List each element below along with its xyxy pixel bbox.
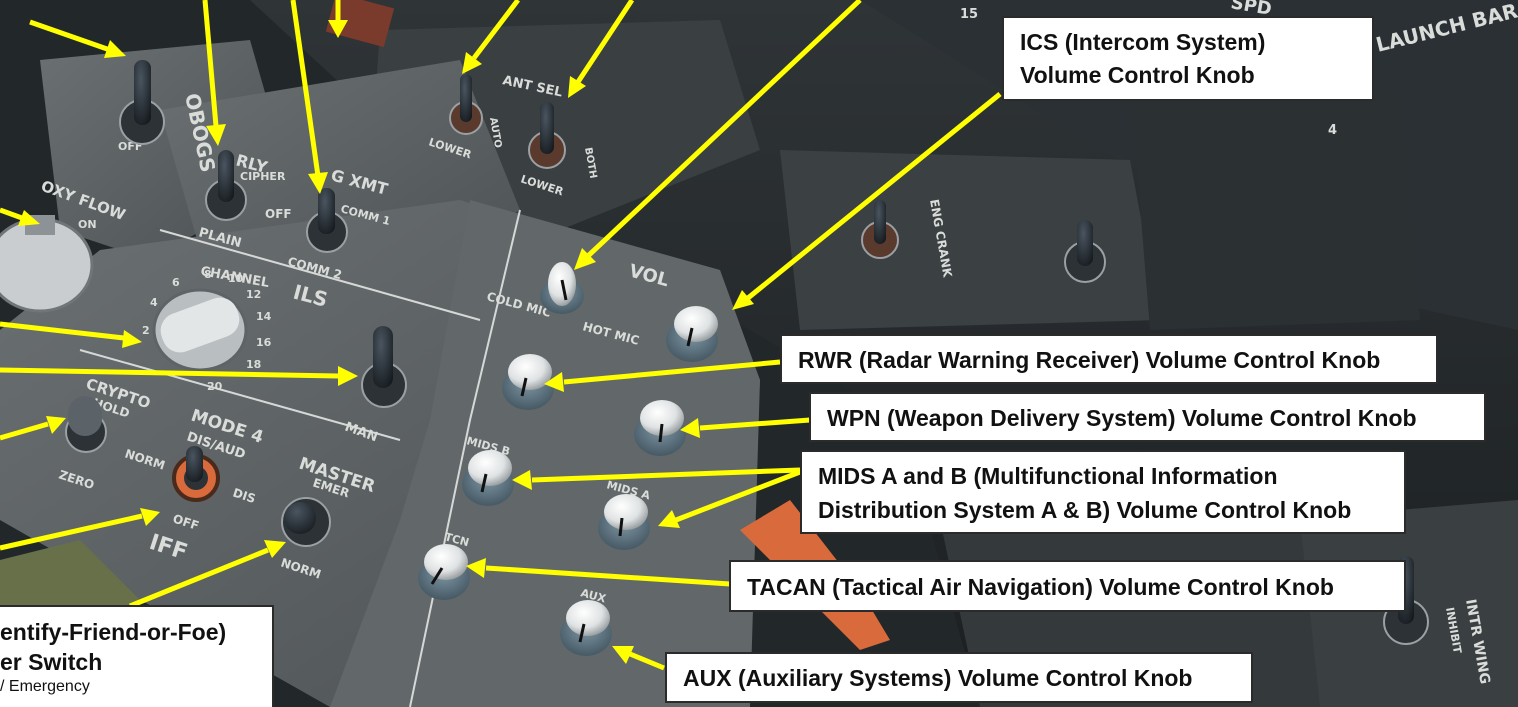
relay-toggle[interactable]	[205, 150, 247, 221]
rwr-volume-knob[interactable]	[502, 354, 554, 410]
label-ch-2: 2	[142, 324, 150, 337]
ics-callout-line2: Volume Control Knob	[1020, 62, 1255, 88]
wpn-volume-knob[interactable]	[634, 400, 686, 456]
mids-callout: MIDS A and B (Multifunctional Informatio…	[800, 450, 1406, 534]
ics-callout: ICS (Intercom System) Volume Control Kno…	[1002, 16, 1374, 101]
tacan-callout: TACAN (Tactical Air Navigation) Volume C…	[729, 560, 1406, 612]
obogs-toggle[interactable]	[119, 60, 165, 145]
aux-volume-knob[interactable]	[560, 600, 612, 656]
comm1-antenna-toggle[interactable]	[449, 74, 483, 135]
callout-arrows	[0, 0, 1002, 671]
mids-b-volume-knob[interactable]	[462, 450, 514, 506]
wpn-callout-text: WPN (Weapon Delivery System) Volume Cont…	[827, 405, 1417, 431]
ils-channel-knob[interactable]	[152, 288, 248, 372]
label-ch-20: 20	[207, 380, 223, 393]
iff-callout-line2: er Switch	[0, 649, 103, 675]
label-ch-8: 8	[204, 268, 212, 281]
iff-antenna-toggle[interactable]	[528, 102, 566, 169]
mode4-switch[interactable]	[172, 446, 220, 502]
label-auto: AUTO	[487, 117, 503, 149]
iff-callout: entify-Friend-or-Foe) er Switch / Emerge…	[0, 605, 274, 707]
ils-ufc-man-toggle[interactable]	[361, 326, 407, 408]
label-both: BOTH	[582, 147, 598, 180]
rwr-callout: RWR (Radar Warning Receiver) Volume Cont…	[780, 334, 1438, 384]
iff-callout-line3: / Emergency	[0, 678, 90, 695]
eng-crank-panel	[780, 150, 1160, 330]
mids-callout-line2: Distribution System A & B) Volume Contro…	[818, 497, 1352, 523]
label-4: 4	[1328, 123, 1337, 138]
label-ch-18: 18	[246, 358, 261, 371]
label-on: ON	[78, 218, 97, 231]
label-cipher: CIPHER	[240, 170, 286, 183]
aux-callout: AUX (Auxiliary Systems) Volume Control K…	[665, 652, 1253, 703]
crypto-switch[interactable]	[65, 396, 107, 453]
label-ch-6: 6	[172, 276, 180, 289]
rwr-callout-text: RWR (Radar Warning Receiver) Volume Cont…	[798, 347, 1381, 373]
label-ch-14: 14	[256, 310, 272, 323]
iff-callout-line1: entify-Friend-or-Foe)	[0, 619, 227, 645]
tacan-callout-text: TACAN (Tactical Air Navigation) Volume C…	[747, 574, 1334, 600]
label-dis: DIS	[231, 486, 257, 506]
ics-callout-line1: ICS (Intercom System)	[1020, 29, 1266, 55]
label-15: 15	[960, 7, 978, 22]
mids-callout-line1: MIDS A and B (Multifunctional Informatio…	[818, 463, 1278, 489]
label-ch-16: 16	[256, 336, 272, 349]
label-ch-12: 12	[246, 288, 261, 301]
label-ch-4: 4	[150, 296, 158, 309]
iff-master-switch[interactable]	[281, 497, 331, 547]
tacan-volume-knob[interactable]	[418, 544, 470, 600]
launch-bar-switch[interactable]	[1064, 220, 1106, 283]
mids-a-volume-knob[interactable]	[598, 494, 650, 550]
wpn-callout: WPN (Weapon Delivery System) Volume Cont…	[809, 392, 1486, 442]
vol-knob-top-right[interactable]	[666, 306, 718, 362]
ics-volume-knob[interactable]	[540, 262, 584, 314]
label-ch-10: 10	[228, 272, 244, 285]
guard-xmt-toggle[interactable]	[306, 188, 348, 253]
eng-crank-switch[interactable]	[861, 200, 899, 259]
label-off-2: OFF	[265, 207, 292, 221]
aux-callout-text: AUX (Auxiliary Systems) Volume Control K…	[683, 665, 1193, 691]
